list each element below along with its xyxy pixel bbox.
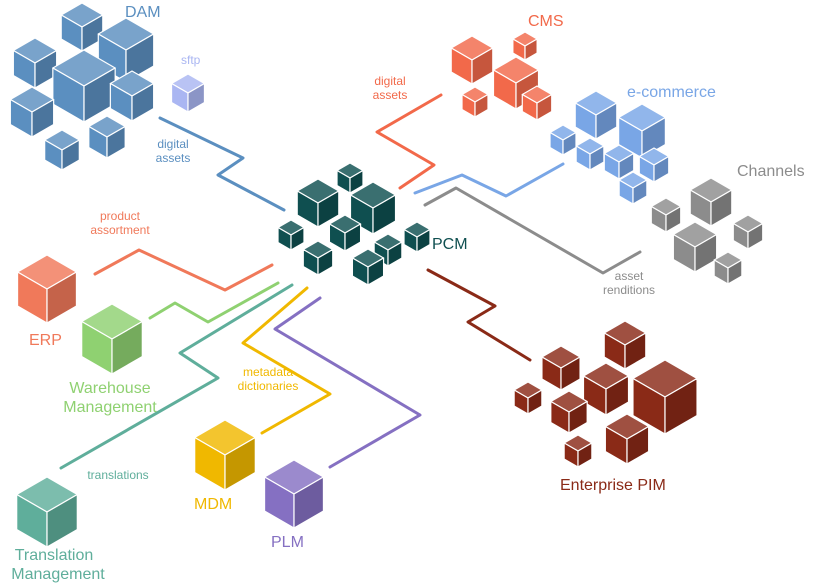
edge-translation-pcm: [59, 283, 294, 470]
ecommerce-cube: [549, 124, 577, 156]
mdm-edge-label-line2: dictionaries: [238, 379, 299, 393]
channels-cube: [672, 221, 718, 273]
edge-erp-pcm: [93, 248, 274, 292]
erp-cube: [16, 254, 78, 324]
channels-edge-label-line2: renditions: [603, 283, 655, 297]
mdm-cube: [194, 419, 256, 491]
warehouse-label-line2: Management: [63, 399, 157, 416]
plm-label: PLM: [271, 534, 304, 551]
edge-cms-pcm: [375, 93, 443, 190]
pim-cube: [563, 434, 593, 468]
cms-edge-label-line2: assets: [373, 88, 408, 102]
dam-cube: [88, 115, 126, 159]
dam-cube: [109, 70, 155, 122]
translation-label-line2: Management: [11, 566, 105, 583]
cms-cube: [512, 31, 538, 61]
sftp-cube: [170, 73, 206, 113]
pim-cube: [604, 413, 650, 465]
channels-cube: [732, 214, 764, 250]
dam-edge-label-line1: digital: [157, 137, 188, 151]
pim-cube: [603, 320, 647, 370]
dam-cube: [44, 129, 80, 171]
erp-edge-label-line1: product: [100, 209, 141, 223]
warehouse-cube: [81, 303, 143, 375]
pcm-cube: [336, 162, 364, 194]
ecommerce-cube: [603, 144, 635, 180]
channels-cube: [713, 251, 743, 285]
pcm-node: [277, 162, 431, 286]
dam-label: DAM: [125, 4, 161, 21]
translation-cube: [16, 476, 78, 548]
ecommerce-node: [549, 90, 670, 205]
sftp-node: [170, 73, 206, 113]
pcm-cube: [351, 248, 385, 286]
cms-cube: [450, 35, 494, 85]
translation-node: [16, 476, 78, 548]
pim-cube: [550, 390, 588, 434]
pim-cube: [582, 362, 630, 416]
dam-cube: [9, 86, 55, 138]
pcm-cube: [328, 214, 362, 252]
erp-edge-label-line2: assortment: [90, 223, 150, 237]
mdm-edge-label-line1: metadata: [243, 365, 293, 379]
pim-node: [513, 320, 698, 468]
pim-cube: [513, 381, 543, 415]
dam-node: [9, 2, 155, 171]
channels-edge-label-line1: asset: [615, 269, 644, 283]
ecommerce-cube: [618, 171, 648, 205]
pim-cube: [632, 359, 698, 435]
pcm-cube: [296, 178, 340, 228]
channels-node: [650, 177, 764, 285]
ecommerce-cube: [574, 90, 618, 140]
dam-cube: [60, 2, 104, 52]
pim-label: Enterprise PIM: [560, 477, 666, 494]
pcm-cube: [277, 219, 305, 251]
edge-plm-pcm: [273, 296, 422, 469]
edge-pim-pcm: [426, 268, 532, 362]
ecommerce-cube: [638, 147, 670, 183]
pcm-cube: [403, 221, 431, 253]
cms-label: CMS: [528, 13, 564, 30]
pcm-cube: [302, 240, 334, 276]
channels-cube: [650, 197, 682, 233]
translation-label-line1: Translation: [15, 547, 94, 564]
channels-cube: [689, 177, 733, 227]
sftp-label: sftp: [181, 53, 201, 67]
ecommerce-cube: [575, 137, 605, 171]
warehouse-label-line1: Warehouse: [69, 380, 150, 397]
mdm-node: [194, 419, 256, 491]
warehouse-node: [81, 303, 143, 375]
erp-label: ERP: [29, 332, 62, 349]
dam-cube: [52, 49, 116, 123]
pcm-label: PCM: [432, 236, 468, 253]
edge-mdm-pcm: [241, 286, 332, 435]
edge-channels-pcm: [423, 186, 642, 275]
edge-dam-pcm: [158, 116, 286, 212]
channels-label: Channels: [737, 163, 805, 180]
cms-cube: [521, 85, 553, 121]
pcm-cube: [373, 233, 403, 267]
plm-cube: [263, 459, 325, 529]
pim-cube: [541, 345, 581, 391]
erp-node: [16, 254, 78, 324]
edge-ecommerce-pcm: [413, 162, 565, 198]
cms-cube: [461, 86, 489, 118]
pcm-cube: [349, 181, 397, 235]
translations-edge-label: translations: [87, 468, 148, 482]
mdm-label: MDM: [194, 496, 232, 513]
cms-edge-label-line1: digital: [374, 74, 405, 88]
ecommerce-label: e-commerce: [627, 84, 716, 101]
plm-node: [263, 459, 325, 529]
edge-warehouse-pcm: [148, 281, 280, 324]
dam-cube: [12, 37, 58, 89]
dam-edge-label-line2: assets: [156, 151, 191, 165]
cms-node: [450, 31, 553, 121]
